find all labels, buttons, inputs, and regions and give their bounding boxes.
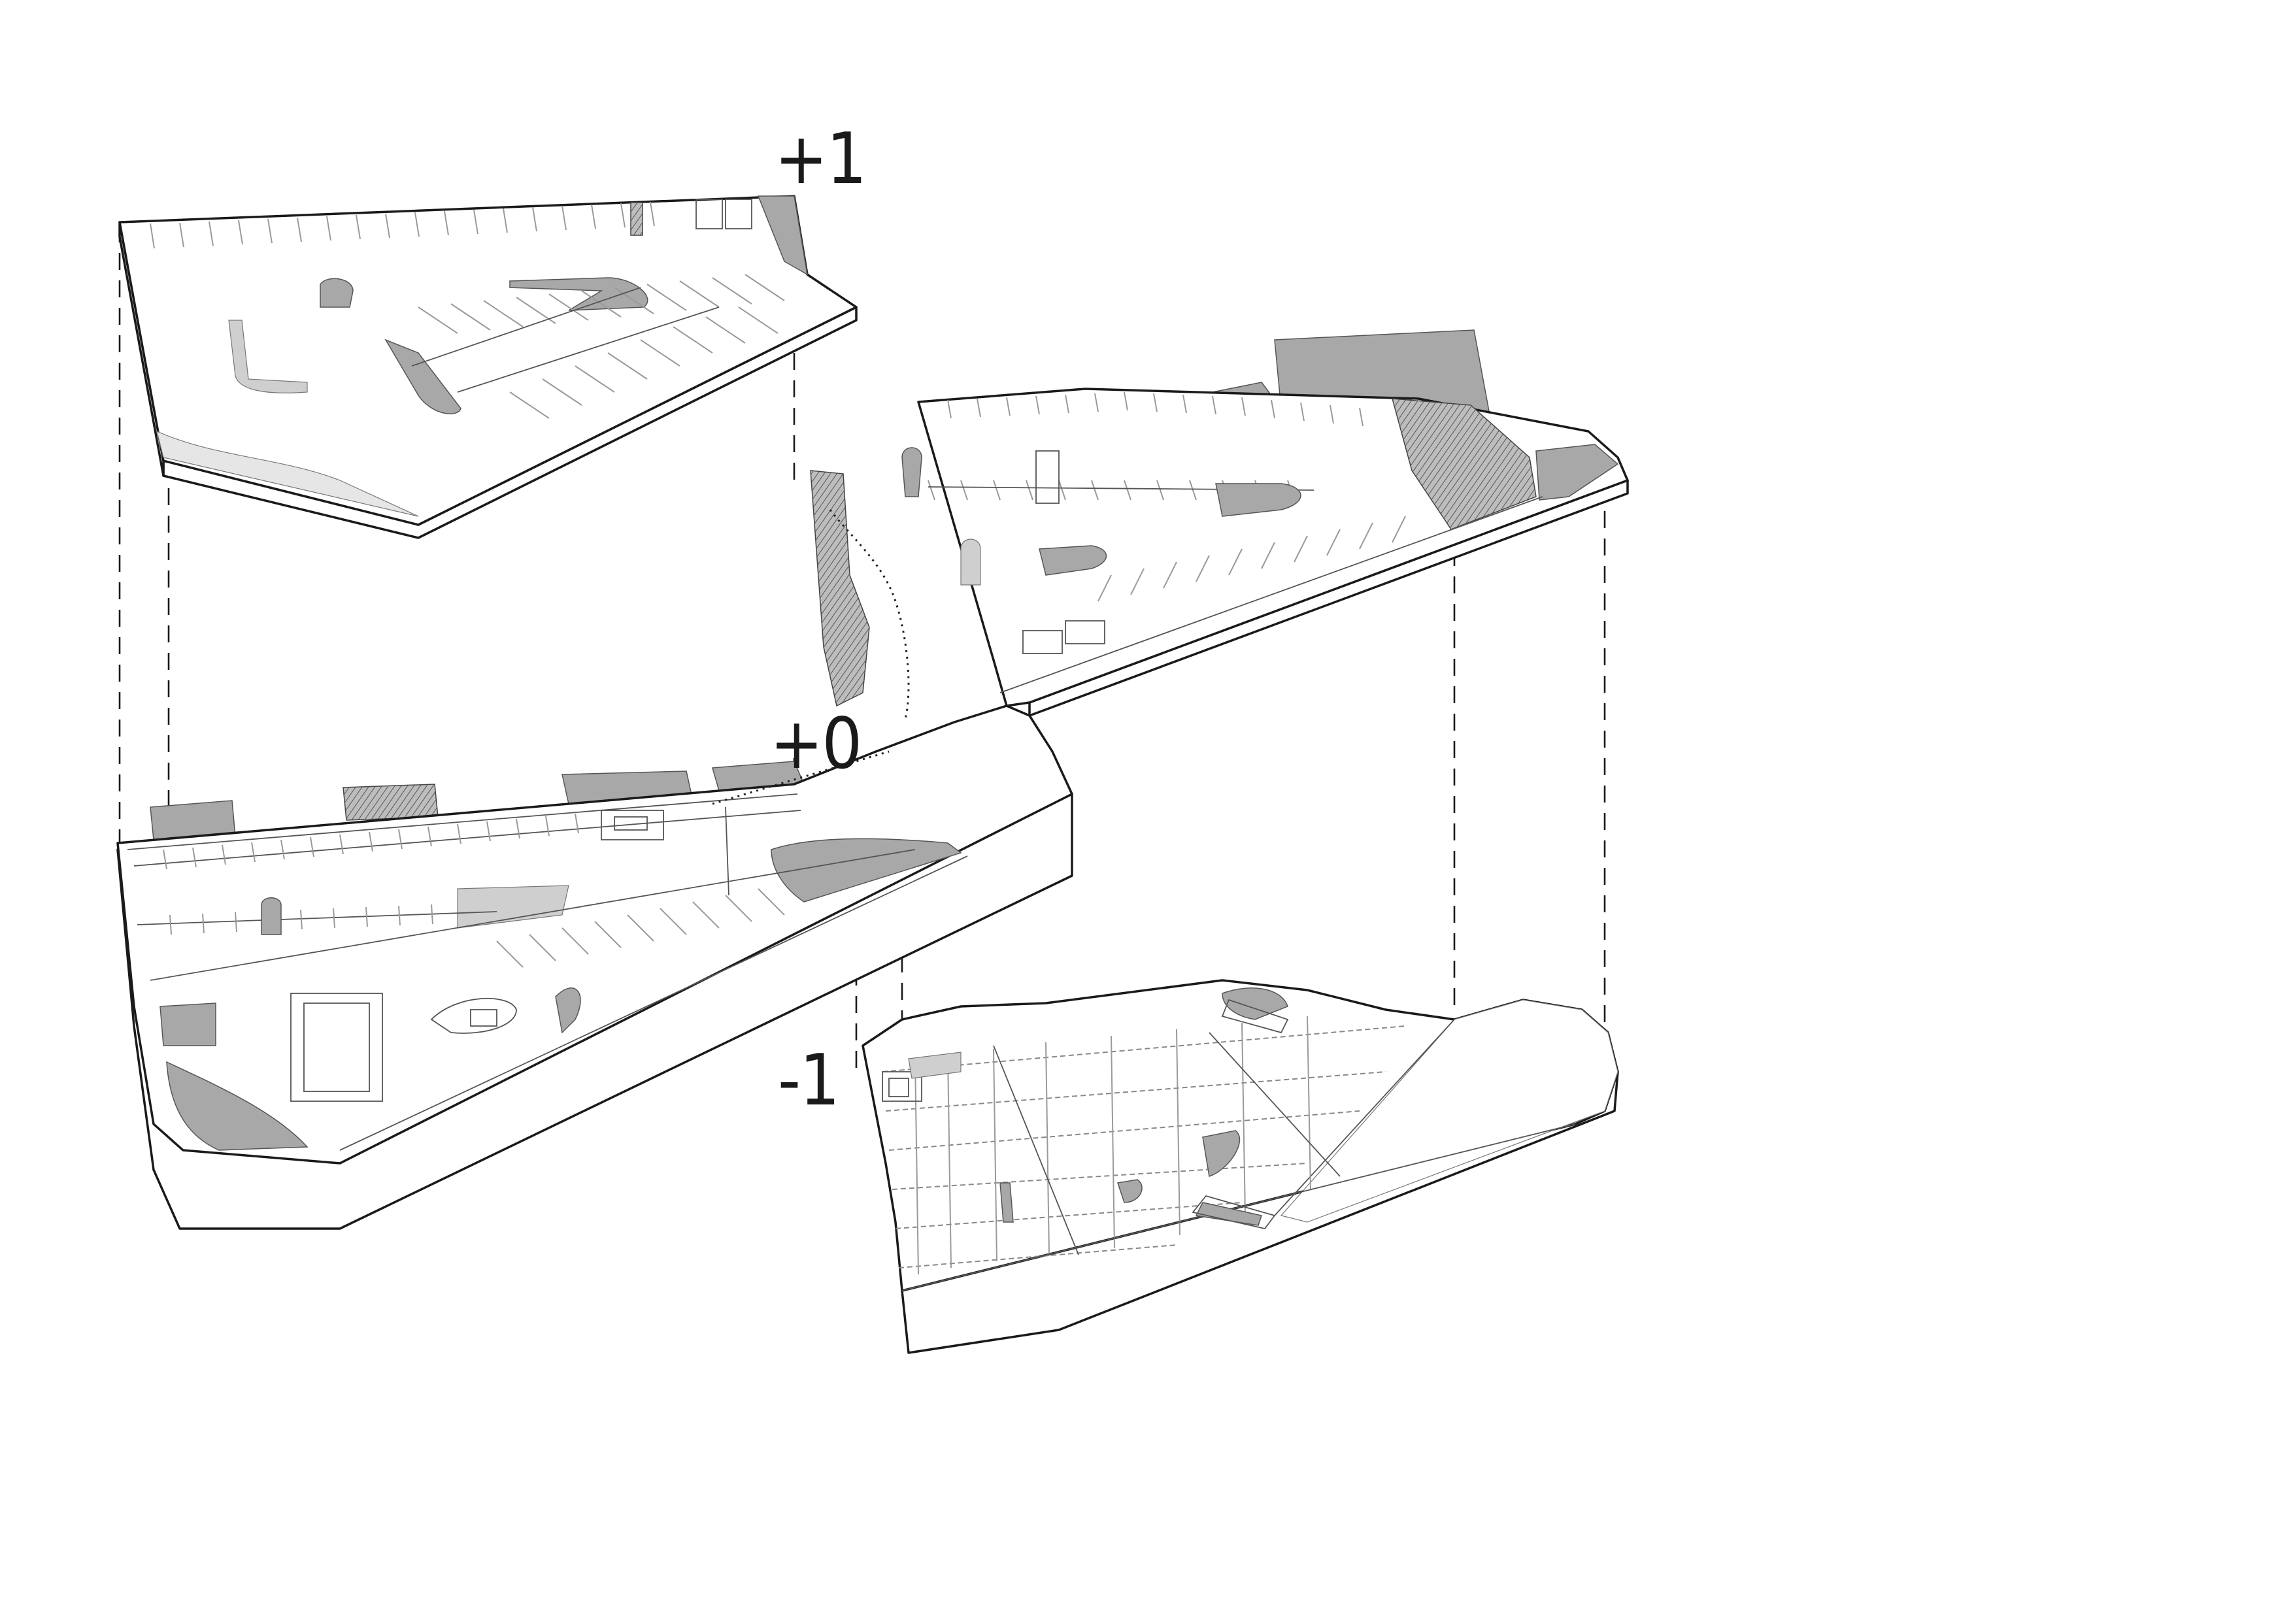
level-plus-0-slab [116, 704, 1073, 1230]
level-label-plus-0: +0 [770, 703, 862, 785]
level-plus-0-north-wing [810, 329, 1629, 720]
level-label-minus-1: -1 [778, 1040, 840, 1121]
level-label-plus-1: +1 [775, 118, 867, 200]
level-minus-1-slab [862, 979, 1619, 1354]
level-plus-1-slab [118, 195, 858, 539]
